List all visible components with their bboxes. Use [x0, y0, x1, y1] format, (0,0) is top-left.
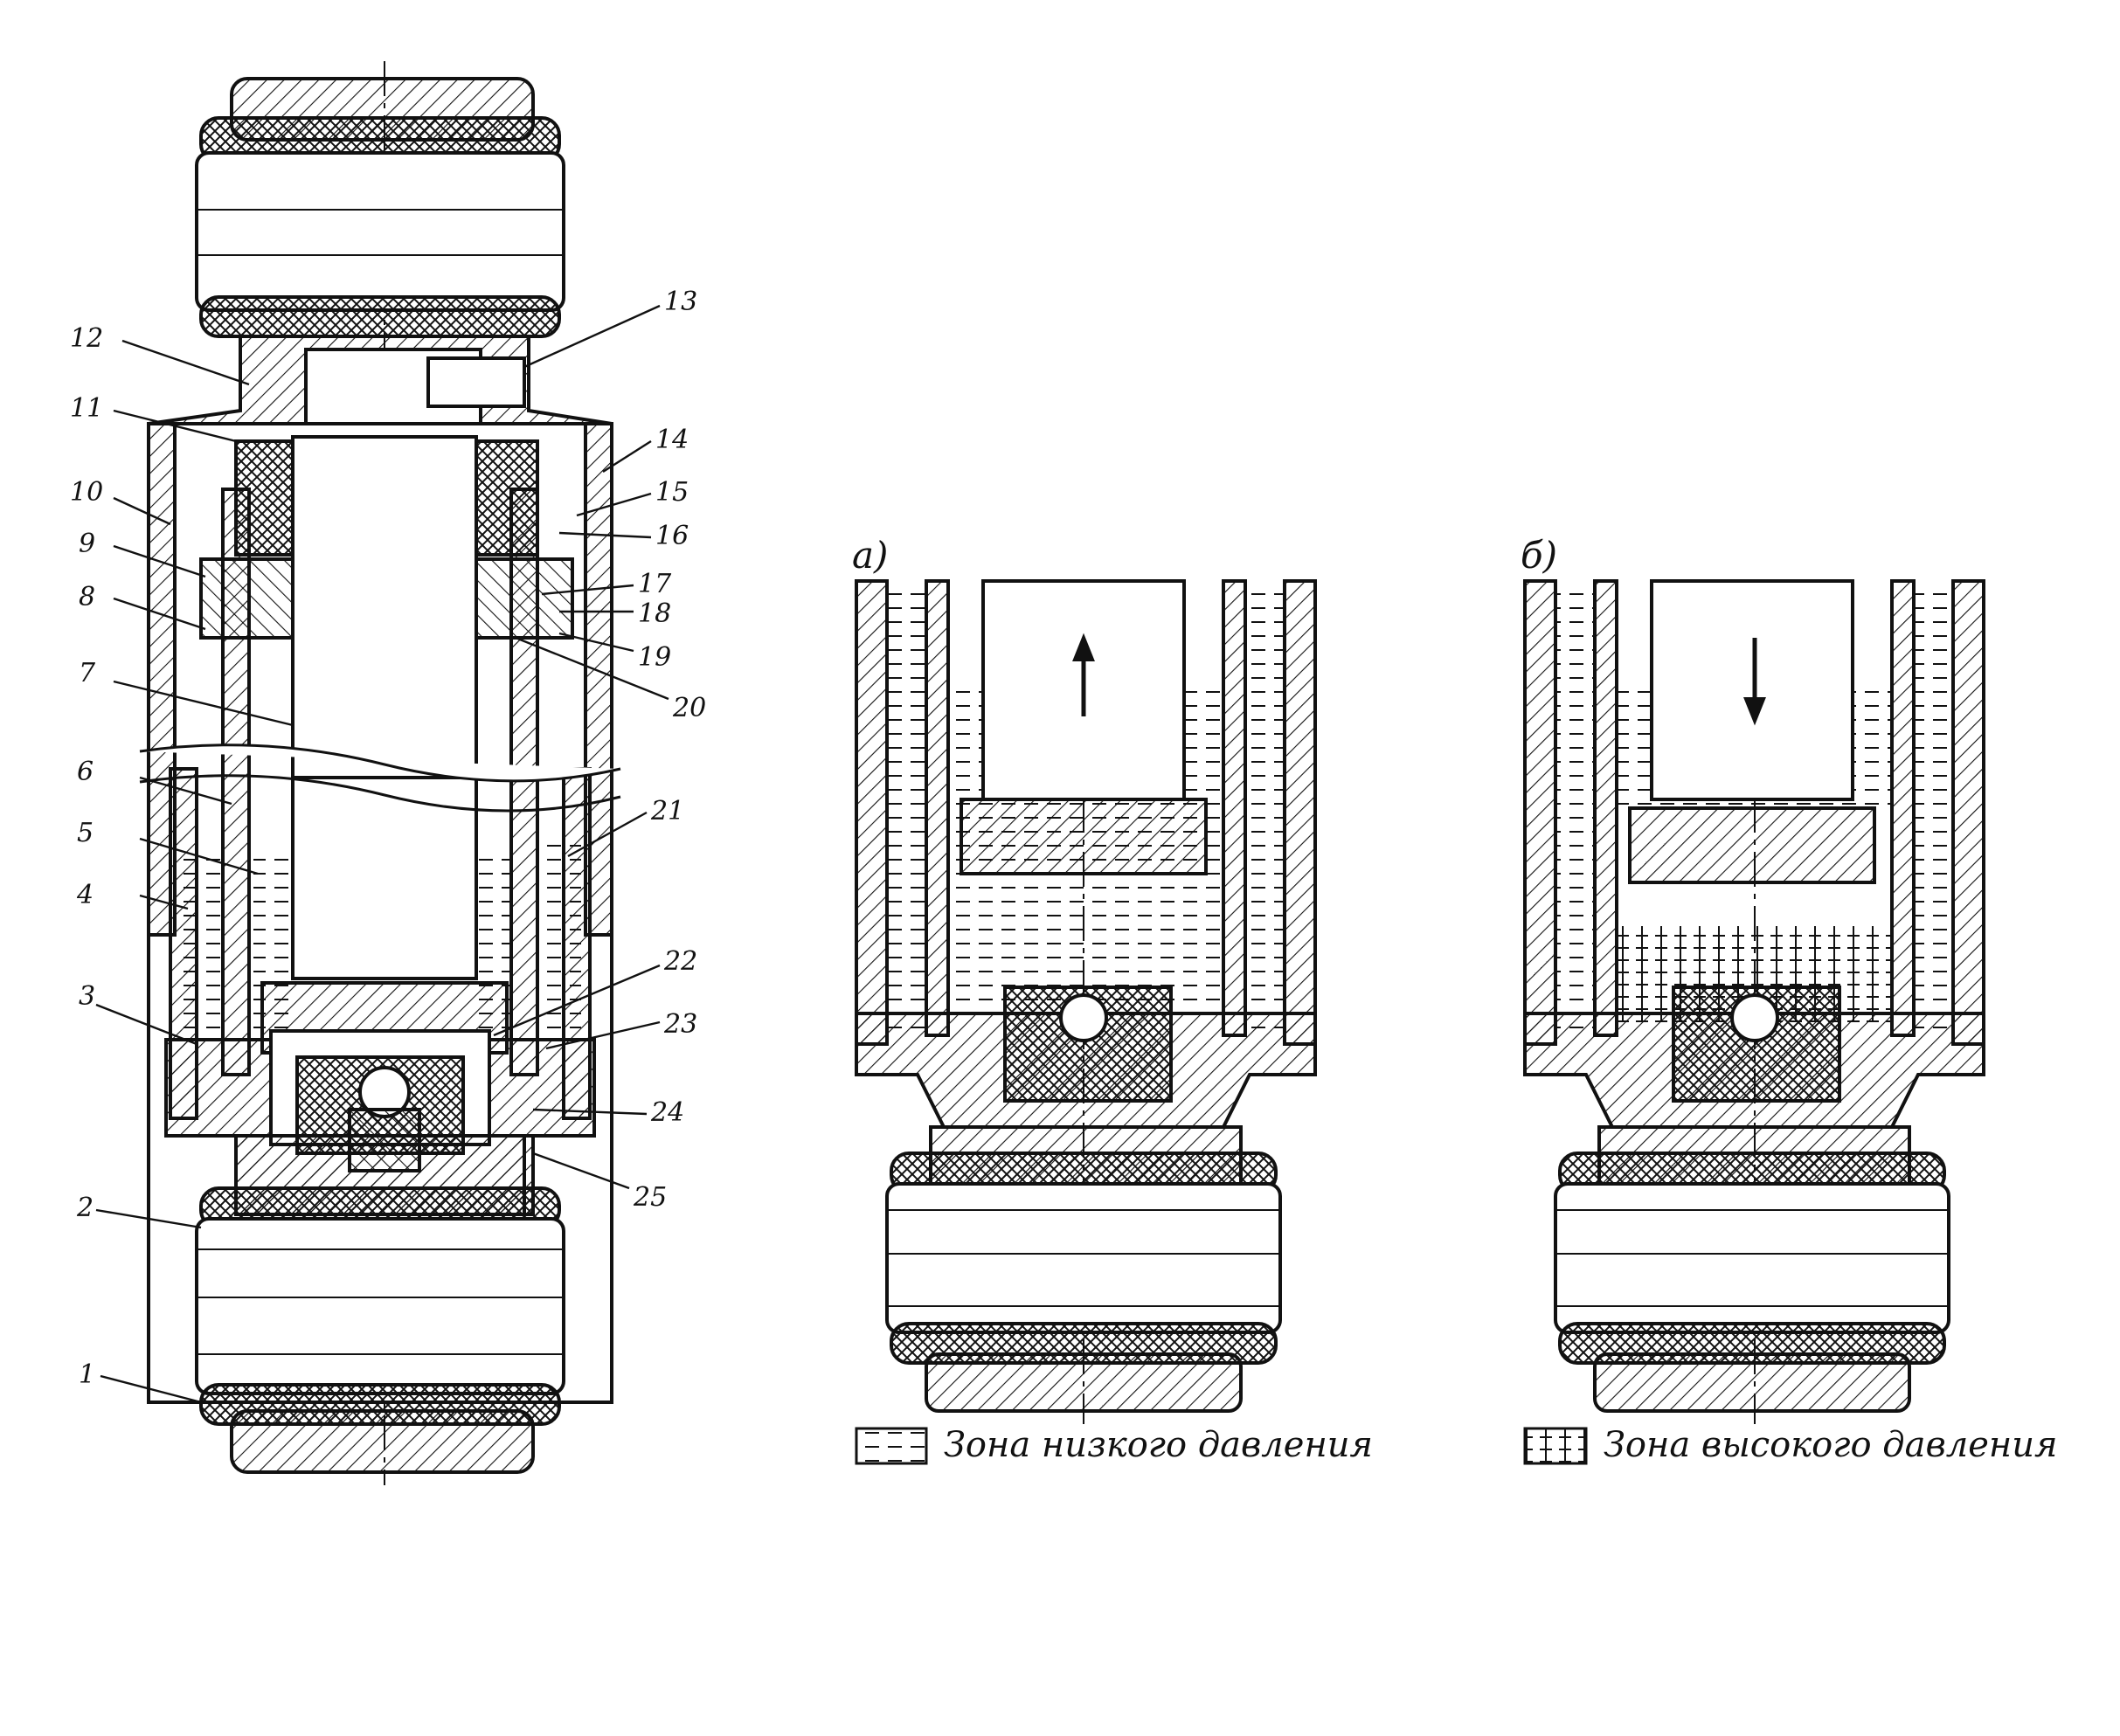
- legend-low-label: Зона низкого давления: [944, 1425, 1373, 1465]
- callout-9: 9: [79, 529, 95, 559]
- callout-25: 25: [633, 1182, 667, 1213]
- callout-13: 13: [664, 287, 697, 317]
- panel-b-label: б): [1521, 534, 1557, 577]
- callout-12: 12: [70, 323, 103, 354]
- callout-16: 16: [655, 521, 689, 551]
- callout-24: 24: [650, 1097, 684, 1128]
- panel-b: б): [1521, 534, 1985, 1424]
- panel-a: а): [852, 534, 1317, 1424]
- callout-15: 15: [655, 477, 689, 508]
- callout-6: 6: [77, 757, 94, 787]
- panel-a-label: а): [852, 534, 888, 577]
- legend-high-label: Зона высокого давления: [1604, 1425, 2057, 1465]
- callout-21: 21: [650, 796, 684, 827]
- callout-7: 7: [79, 658, 96, 688]
- legend: Зона низкого давления Зона высокого давл…: [855, 1425, 2057, 1465]
- callout-19: 19: [638, 642, 671, 673]
- callout-labels: 1 2 3 4 5 6 7 8 9 10 11 12 13 14 15 16 1…: [70, 287, 706, 1390]
- callout-18: 18: [638, 598, 671, 629]
- callout-4: 4: [76, 880, 94, 910]
- callout-5: 5: [77, 818, 94, 848]
- callout-11: 11: [70, 393, 103, 424]
- callout-23: 23: [663, 1009, 697, 1040]
- callout-22: 22: [663, 946, 697, 977]
- callout-2: 2: [76, 1193, 94, 1223]
- callout-8: 8: [79, 582, 95, 612]
- callout-leaders: [95, 304, 669, 1404]
- callout-1: 1: [79, 1359, 95, 1390]
- callout-17: 17: [638, 569, 672, 599]
- legend-low-swatch: [855, 1427, 928, 1465]
- callout-10: 10: [70, 477, 103, 508]
- main-section: [139, 61, 621, 1485]
- callout-3: 3: [79, 981, 95, 1012]
- legend-high-swatch: [1523, 1427, 1588, 1465]
- callout-20: 20: [672, 693, 706, 723]
- callout-14: 14: [655, 425, 689, 455]
